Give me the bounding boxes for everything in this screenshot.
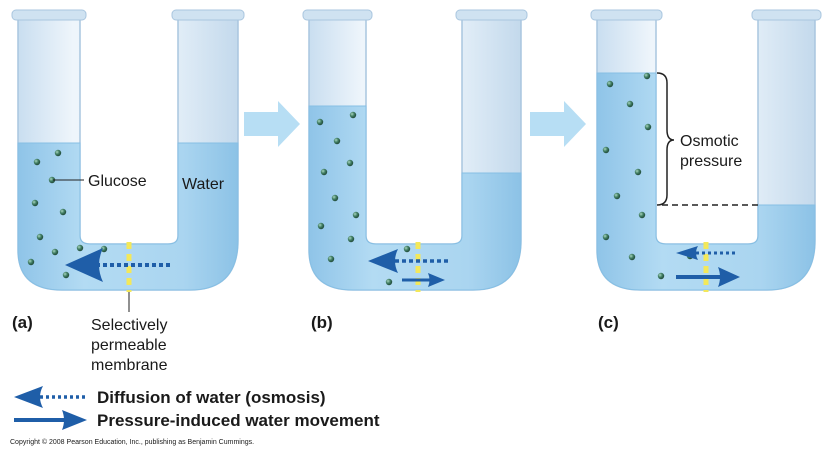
water-c: [596, 72, 816, 291]
legend-pressure-text: Pressure-induced water movement: [97, 411, 380, 430]
rim-left-c: [590, 9, 663, 21]
rim-left-a: [11, 9, 87, 21]
copyright-notice: Copyright © 2008 Pearson Education, Inc.…: [10, 438, 254, 446]
rim-right-a: [171, 9, 245, 21]
u-tube-a: Glucose Water Selectively permeable memb…: [11, 9, 245, 374]
legend-osmosis-icon: [14, 386, 87, 408]
osmotic-label-line-2: pressure: [680, 153, 742, 170]
osmosis-arrow-a: [65, 248, 173, 282]
glucose-molecules-c: [602, 72, 694, 280]
step-arrow-2: [530, 101, 586, 147]
osmosis-arrow-c: [676, 246, 737, 260]
legend-pressure-icon: [14, 410, 87, 430]
u-tube-b: (b): [302, 9, 528, 332]
glucose-label: Glucose: [88, 173, 147, 190]
osmotic-label-line-1: Osmotic: [680, 133, 739, 150]
panel-label-b: (b): [311, 313, 333, 332]
membrane-label-line-2: permeable: [91, 337, 167, 354]
step-arrow-1: [244, 101, 300, 147]
membrane-label-line-3: membrane: [91, 357, 168, 374]
glucose-molecules-a: [27, 149, 108, 279]
legend: Diffusion of water (osmosis) Pressure-in…: [14, 386, 380, 430]
rim-right-b: [455, 9, 528, 21]
rim-left-b: [302, 9, 373, 21]
osmotic-pressure-bracket: [656, 72, 675, 206]
pressure-arrow-c: [676, 267, 740, 287]
legend-osmosis-text: Diffusion of water (osmosis): [97, 388, 326, 407]
water-label: Water: [182, 176, 225, 193]
water-b: [308, 105, 522, 291]
panel-label-c: (c): [598, 313, 619, 332]
u-tube-c: Osmotic pressure (c): [590, 9, 822, 332]
glucose-molecules-b: [316, 111, 411, 286]
osmosis-arrow-b: [368, 249, 448, 273]
panel-label-a: (a): [12, 313, 33, 332]
pressure-arrow-b: [402, 273, 445, 287]
rim-right-c: [751, 9, 822, 21]
membrane-label-line-1: Selectively: [91, 317, 167, 334]
